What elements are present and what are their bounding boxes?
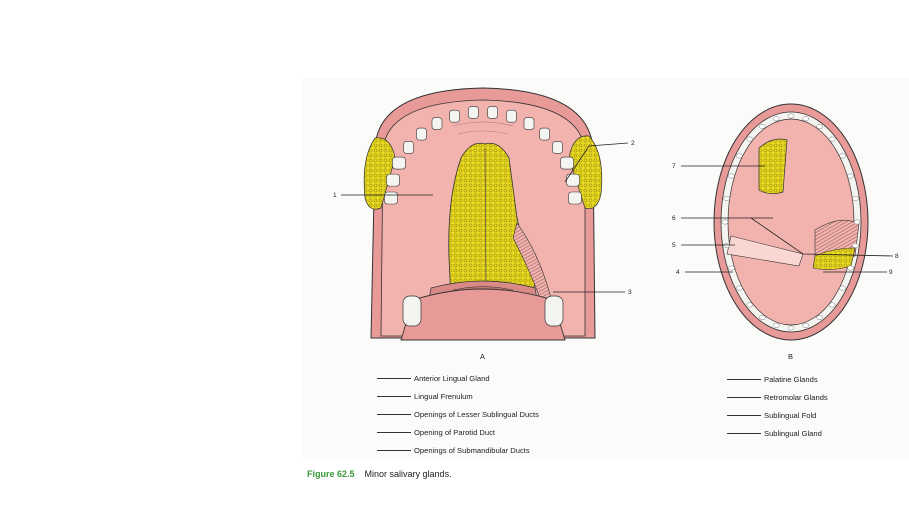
tooth: [852, 243, 859, 248]
tooth: [839, 285, 846, 291]
callout-3: 3: [628, 289, 632, 296]
figure-area: 1 2 3 7 6 5 4 8 9: [303, 78, 909, 460]
callout-6: 6: [672, 215, 676, 222]
tooth: [847, 265, 854, 271]
tooth: [403, 141, 414, 154]
callout-2: 2: [631, 140, 635, 147]
tooth: [386, 173, 400, 187]
key-b-item-3: Sublingual Fold: [727, 411, 816, 420]
tooth: [728, 173, 735, 179]
tooth: [560, 156, 574, 170]
tooth: [539, 127, 550, 141]
tooth: [736, 285, 743, 291]
tooth: [392, 156, 406, 170]
key-a-item-3: Openings of Lesser Sublingual Ducts: [377, 410, 539, 419]
figure-number: Figure 62.5: [307, 469, 355, 479]
panel-b-drawing: [713, 103, 869, 341]
tooth: [839, 153, 846, 159]
tooth: [847, 173, 854, 179]
tooth: [852, 196, 859, 201]
callout-1: 1: [333, 192, 337, 199]
tooth: [746, 302, 754, 308]
tooth: [566, 173, 580, 187]
tooth: [828, 302, 836, 308]
tooth: [468, 106, 479, 119]
panel-b-letter: B: [788, 352, 793, 361]
caption-text: Minor salivary glands.: [364, 469, 452, 479]
key-a-item-2: Lingual Frenulum: [377, 392, 473, 401]
tooth: [746, 136, 754, 142]
callout-9: 9: [889, 269, 893, 276]
figure-caption: Figure 62.5 Minor salivary glands.: [307, 469, 452, 479]
key-b-item-4: Sublingual Gland: [727, 429, 822, 438]
tooth: [416, 127, 427, 141]
tooth: [853, 219, 861, 225]
leader-lines-a: [341, 142, 629, 293]
lower-teeth: [402, 295, 564, 327]
tooth: [728, 265, 735, 271]
tooth: [431, 117, 443, 130]
tooth: [759, 315, 766, 320]
tooth: [721, 219, 729, 225]
tooth: [723, 196, 730, 201]
leader-lines-b: [681, 165, 894, 273]
callout-8: 8: [895, 253, 899, 260]
tooth: [759, 124, 766, 129]
callout-4: 4: [676, 269, 680, 276]
salivary-glands-diagram: 1 2 3 7 6 5 4 8 9: [333, 87, 899, 361]
tooth: [802, 116, 809, 122]
tooth: [787, 113, 795, 119]
teeth-ring: [721, 113, 861, 331]
key-a-item-4: Opening of Parotid Duct: [377, 428, 495, 437]
tooth: [487, 106, 498, 119]
palatine-gland: [758, 138, 788, 194]
tooth: [787, 325, 795, 331]
buccal-gland-right: [568, 135, 603, 210]
key-a-item-1: Anterior Lingual Gland: [377, 374, 490, 383]
tooth: [384, 191, 398, 205]
buccal-gland-left: [363, 137, 396, 210]
panel-a-letter: A: [480, 352, 485, 361]
tooth: [828, 136, 836, 142]
tooth: [816, 315, 823, 320]
tooth: [736, 153, 743, 159]
tooth: [773, 116, 780, 122]
panel-a-drawing: [363, 87, 603, 341]
key-a-item-5: Openings of Submandibular Ducts: [377, 446, 530, 455]
key-b-item-1: Palatine Glands: [727, 375, 818, 384]
tooth: [816, 124, 823, 129]
tooth: [723, 243, 730, 248]
callout-5: 5: [672, 242, 676, 249]
tooth: [506, 109, 517, 123]
tooth: [802, 322, 809, 328]
tooth: [773, 322, 780, 328]
callout-7: 7: [672, 163, 676, 170]
key-b-item-2: Retromolar Glands: [727, 393, 828, 402]
tooth: [568, 191, 582, 205]
tooth: [523, 117, 535, 130]
tooth: [552, 141, 563, 154]
tooth: [449, 109, 460, 123]
